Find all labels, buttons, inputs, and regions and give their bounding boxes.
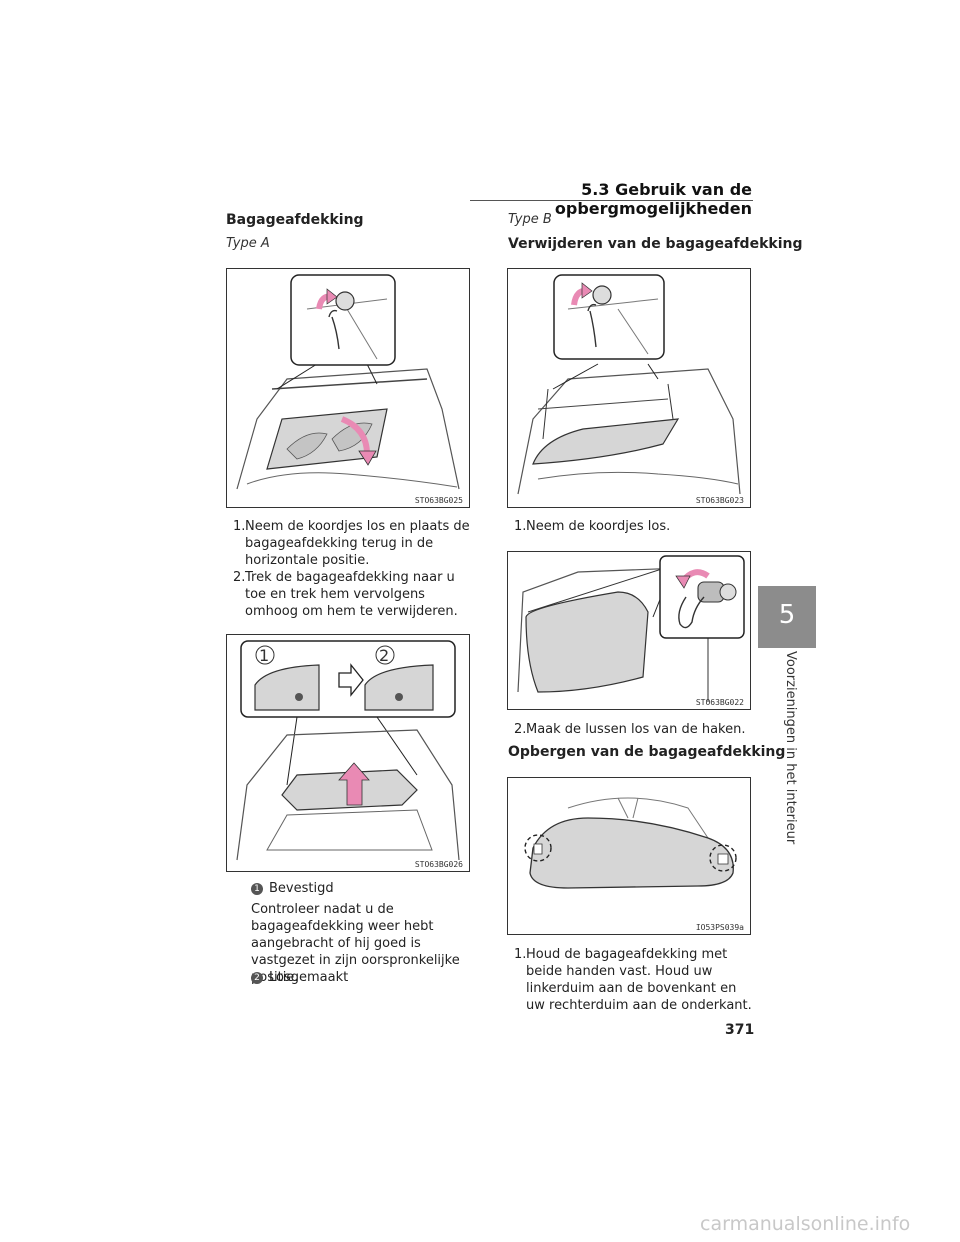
figure-code: IO53PS039a	[695, 923, 744, 932]
type-b-label: Type B	[508, 212, 552, 227]
type-a-label: Type A	[226, 236, 270, 251]
remove-heading: Verwijderen van de bagageafdekking	[508, 236, 803, 252]
figure-type-a-cover: STO63BG025	[226, 268, 470, 508]
legend-number-badge: 1	[251, 883, 263, 895]
legend-note: Controleer nadat u de bagageafdekking we…	[251, 902, 460, 985]
step-number: 1.	[233, 519, 246, 534]
step-item: 2. Maak de lussen los van de haken.	[514, 721, 754, 738]
chapter-number: 5	[778, 600, 796, 630]
header-rule	[470, 200, 753, 201]
step-item: 2. Trek de bagageafdekking naar u toe en…	[233, 569, 473, 620]
figure-code: STO63BG022	[695, 698, 744, 707]
section-title: 5.3 Gebruik van de opbergmogelijkheden	[554, 180, 752, 218]
legend-label: Bevestigd	[269, 881, 334, 896]
step-text: Neem de koordjes los.	[526, 519, 671, 534]
figure-code: STO63BG023	[695, 496, 744, 505]
figure-type-b-cover: STO63BG023	[507, 268, 751, 508]
legend-number-badge: 2	[251, 972, 263, 984]
step-text: Houd de bagageafdekking met beide handen…	[526, 947, 752, 1013]
figure-type-b-hooks: STO63BG022	[507, 551, 751, 710]
figure-type-a-latch-illustration	[236, 640, 460, 861]
step-number: 1.	[514, 519, 527, 534]
legend-label: Losgemaakt	[269, 970, 349, 985]
store-heading: Opbergen van de bagageafdekking	[508, 744, 786, 760]
figure-callout-1: 1	[259, 646, 270, 665]
legend-item-fixed: 1 Bevestigd	[251, 880, 334, 897]
step-number: 2.	[233, 570, 246, 585]
step-item: 1. Neem de koordjes los en plaats de bag…	[233, 518, 473, 569]
section-heading: Bagageafdekking	[226, 212, 364, 228]
figure-code: STO63BG025	[414, 496, 463, 505]
figure-code: STO63BG026	[414, 860, 463, 869]
step-number: 2.	[514, 722, 527, 737]
chapter-side-label: Voorzieningen in het interieur	[783, 651, 798, 845]
figure-callout-2: 2	[379, 646, 390, 665]
step-item: 1. Houd de bagageafdekking met beide han…	[514, 946, 754, 1014]
page-number: 371	[725, 1022, 755, 1038]
legend-item-released: 2 Losgemaakt	[251, 969, 348, 986]
figure-type-b-hooks-illustration	[517, 555, 745, 702]
step-number: 1.	[514, 947, 527, 962]
watermark: carmanualsonline.info	[700, 1213, 911, 1235]
figure-type-a-latch: 1 2 STO63BG026	[226, 634, 470, 872]
step-text: Maak de lussen los van de haken.	[526, 722, 746, 737]
figure-store-cover: IO53PS039a	[507, 777, 751, 935]
figure-type-b-illustration	[517, 274, 741, 495]
chapter-tab: 5	[758, 586, 816, 648]
step-item: 1. Neem de koordjes los.	[514, 518, 754, 535]
figure-type-a-illustration	[236, 274, 460, 490]
step-text: Trek de bagageafdekking naar u toe en tr…	[245, 570, 458, 619]
figure-store-illustration	[524, 797, 737, 889]
step-text: Neem de koordjes los en plaats de bagage…	[245, 519, 470, 568]
